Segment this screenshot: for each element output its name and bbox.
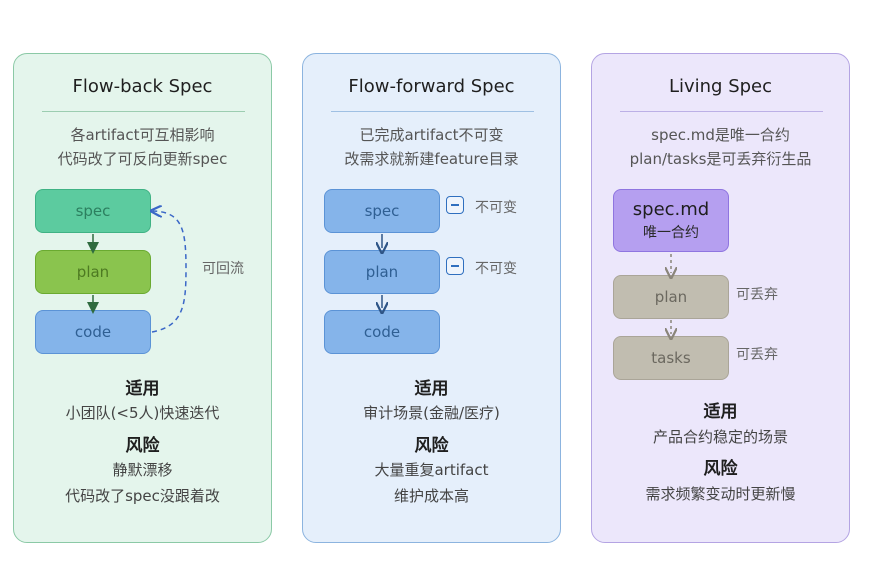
panel-desc-line: 已完成artifact不可变	[359, 126, 504, 144]
lock-minus-icon	[446, 257, 464, 275]
loop-label: 可回流	[202, 261, 244, 277]
risk-heading: 风险	[414, 436, 449, 456]
panel-desc-line: 改需求就新建feature目录	[344, 150, 519, 168]
panel-living-spec: Living Spec spec.md是唯一合约 plan/tasks是可丢弃衍…	[591, 53, 850, 543]
risk-heading: 风险	[125, 436, 160, 456]
loop-back-arrow	[152, 211, 187, 333]
node-plan: plan	[613, 275, 729, 319]
node-spec-md: spec.md 唯一合约	[613, 189, 729, 252]
discardable-label: 可丢弃	[736, 287, 778, 303]
risk-heading: 风险	[703, 459, 738, 479]
risk-text: 维护成本高	[393, 487, 469, 505]
node-spec: spec	[324, 189, 440, 233]
panel-flow-forward: Flow-forward Spec 已完成artifact不可变 改需求就新建f…	[302, 53, 561, 543]
use-text: 审计场景(金融/医疗)	[363, 404, 500, 422]
risk-text: 静默漂移	[112, 461, 173, 479]
use-heading: 适用	[703, 402, 738, 422]
node-plan: plan	[35, 250, 151, 294]
node-tasks: tasks	[613, 336, 729, 380]
panel-title: Flow-back Spec	[72, 76, 213, 97]
use-text: 产品合约稳定的场景	[652, 428, 788, 446]
spec-md-subtitle: 唯一合约	[643, 225, 699, 241]
risk-text: 代码改了spec没跟着改	[65, 487, 220, 505]
lock-minus-icon	[446, 196, 464, 214]
panel-title: Living Spec	[668, 76, 773, 97]
node-plan: plan	[324, 250, 440, 294]
node-code: code	[324, 310, 440, 354]
panel-desc-line: plan/tasks是可丢弃衍生品	[629, 150, 812, 168]
panel-desc-line: 各artifact可互相影响	[70, 126, 215, 144]
panel-desc-line: 代码改了可反向更新spec	[57, 150, 228, 168]
use-heading: 适用	[125, 379, 160, 399]
panel-title: Flow-forward Spec	[348, 76, 515, 97]
risk-text: 需求频繁变动时更新慢	[645, 485, 796, 503]
risk-text: 大量重复artifact	[374, 461, 489, 479]
immutable-label: 不可变	[475, 200, 517, 216]
title-divider	[331, 111, 534, 112]
panel-desc-line: spec.md是唯一合约	[651, 126, 790, 144]
node-code: code	[35, 310, 151, 354]
immutable-label: 不可变	[475, 261, 517, 277]
title-divider	[620, 111, 823, 112]
use-text: 小团队(<5人)快速迭代	[65, 404, 220, 422]
title-divider	[42, 111, 245, 112]
panel-flow-back: Flow-back Spec 各artifact可互相影响 代码改了可反向更新s…	[13, 53, 272, 543]
node-spec: spec	[35, 189, 151, 233]
use-heading: 适用	[414, 379, 449, 399]
spec-md-title: spec.md	[632, 199, 710, 220]
discardable-label: 可丢弃	[736, 347, 778, 363]
